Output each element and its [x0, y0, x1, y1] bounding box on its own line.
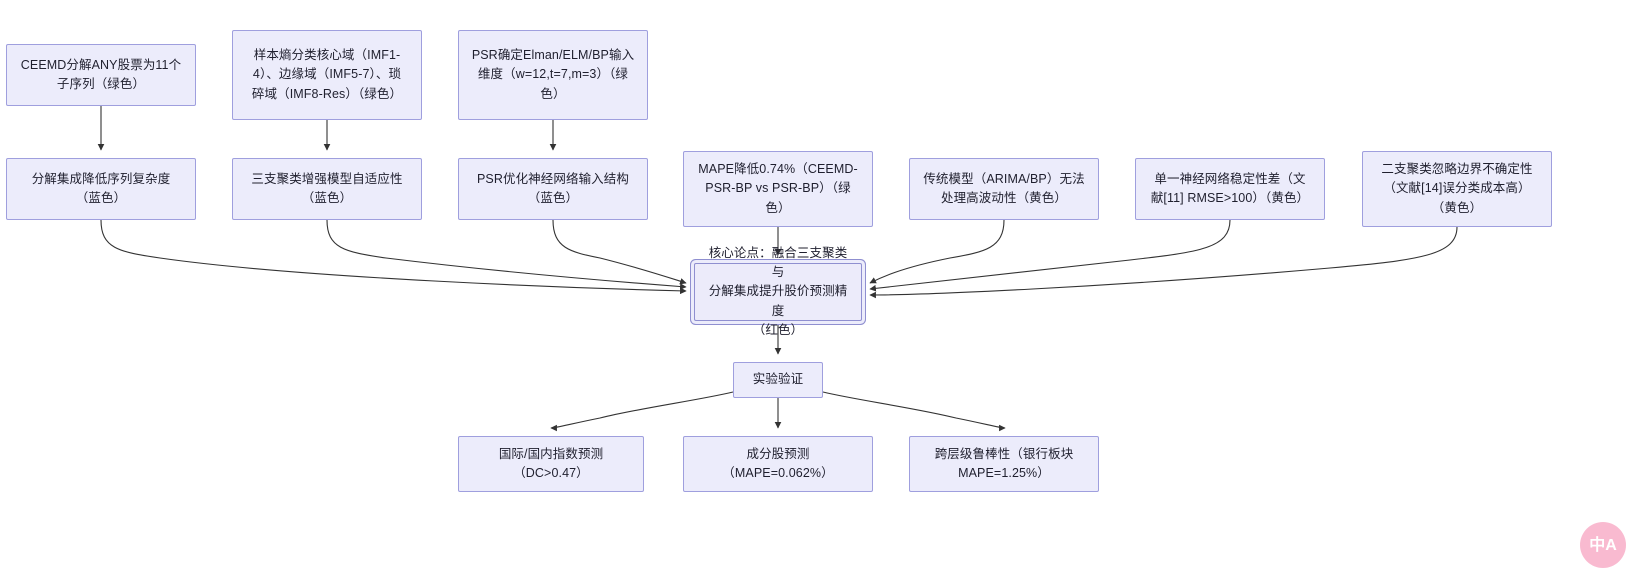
- node-n6[interactable]: PSR优化神经网络输入结构 （蓝色）: [458, 158, 648, 220]
- node-n10[interactable]: 二支聚类忽略边界不确定性 （文献[14]误分类成本高） （黄色）: [1362, 151, 1552, 227]
- edge-n5-to-n11: [326, 219, 687, 290]
- node-n7[interactable]: MAPE降低0.74%（CEEMD- PSR-BP vs PSR-BP）（绿 色…: [683, 151, 873, 227]
- node-label: 三支聚类增强模型自适应性 （蓝色）: [251, 171, 403, 205]
- node-n12[interactable]: 实验验证: [733, 362, 823, 398]
- node-n2[interactable]: 样本熵分类核心域（IMF1- 4）、边缘域（IMF5-7）、琐 碎域（IMF8-…: [232, 30, 422, 120]
- node-label: PSR优化神经网络输入结构 （蓝色）: [476, 171, 629, 205]
- node-n8[interactable]: 传统模型（ARIMA/BP）无法 处理高波动性（黄色）: [909, 158, 1099, 220]
- node-label: CEEMD分解ANY股票为11个 子序列（绿色）: [20, 57, 182, 91]
- node-label: 跨层级鲁棒性（银行板块 MAPE=1.25%）: [934, 446, 1074, 480]
- edge-n12-to-n15: [822, 391, 1006, 432]
- node-n13[interactable]: 国际/国内指数预测 （DC>0.47）: [458, 436, 644, 492]
- node-n11[interactable]: 核心论点：融合三支聚类与 分解集成提升股价预测精度 （红色）: [694, 246, 862, 337]
- node-label: 分解集成降低序列复杂度 （蓝色）: [31, 171, 171, 205]
- node-label: 传统模型（ARIMA/BP）无法 处理高波动性（黄色）: [923, 171, 1085, 205]
- node-label: 二支聚类忽略边界不确定性 （文献[14]误分类成本高） （黄色）: [1381, 161, 1533, 215]
- watermark-badge: 中A: [1580, 522, 1626, 568]
- node-label: 实验验证: [752, 372, 804, 387]
- node-n14[interactable]: 成分股预测 （MAPE=0.062%）: [683, 436, 873, 492]
- edge-n9-to-n11: [869, 219, 1231, 292]
- edge-n4-to-n11: [100, 219, 687, 295]
- node-n9[interactable]: 单一神经网络稳定性差（文 献[11] RMSE>100）（黄色）: [1135, 158, 1325, 220]
- node-label: PSR确定Elman/ELM/BP输入 维度（w=12,t=7,m=3）（绿 色…: [471, 47, 635, 101]
- node-label: 单一神经网络稳定性差（文 献[11] RMSE>100）（黄色）: [1150, 171, 1310, 205]
- node-n3[interactable]: PSR确定Elman/ELM/BP输入 维度（w=12,t=7,m=3）（绿 色…: [458, 30, 648, 120]
- node-label: 国际/国内指数预测 （DC>0.47）: [498, 446, 604, 480]
- edge-n12-to-n13: [550, 391, 734, 432]
- node-label: MAPE降低0.74%（CEEMD- PSR-BP vs PSR-BP）（绿 色…: [698, 161, 858, 215]
- node-n5[interactable]: 三支聚类增强模型自适应性 （蓝色）: [232, 158, 422, 220]
- node-n4[interactable]: 分解集成降低序列复杂度 （蓝色）: [6, 158, 196, 220]
- node-label: 核心论点：融合三支聚类与 分解集成提升股价预测精度 （红色）: [708, 245, 848, 338]
- node-label: 成分股预测 （MAPE=0.062%）: [722, 446, 834, 480]
- edge-n6-to-n11: [552, 219, 687, 285]
- edge-n8-to-n11: [869, 219, 1005, 284]
- node-n1[interactable]: CEEMD分解ANY股票为11个 子序列（绿色）: [6, 44, 196, 106]
- edge-n10-to-n11: [869, 226, 1458, 299]
- node-label: 样本熵分类核心域（IMF1- 4）、边缘域（IMF5-7）、琐 碎域（IMF8-…: [251, 47, 403, 101]
- node-n15[interactable]: 跨层级鲁棒性（银行板块 MAPE=1.25%）: [909, 436, 1099, 492]
- watermark-label: 中A: [1589, 537, 1617, 554]
